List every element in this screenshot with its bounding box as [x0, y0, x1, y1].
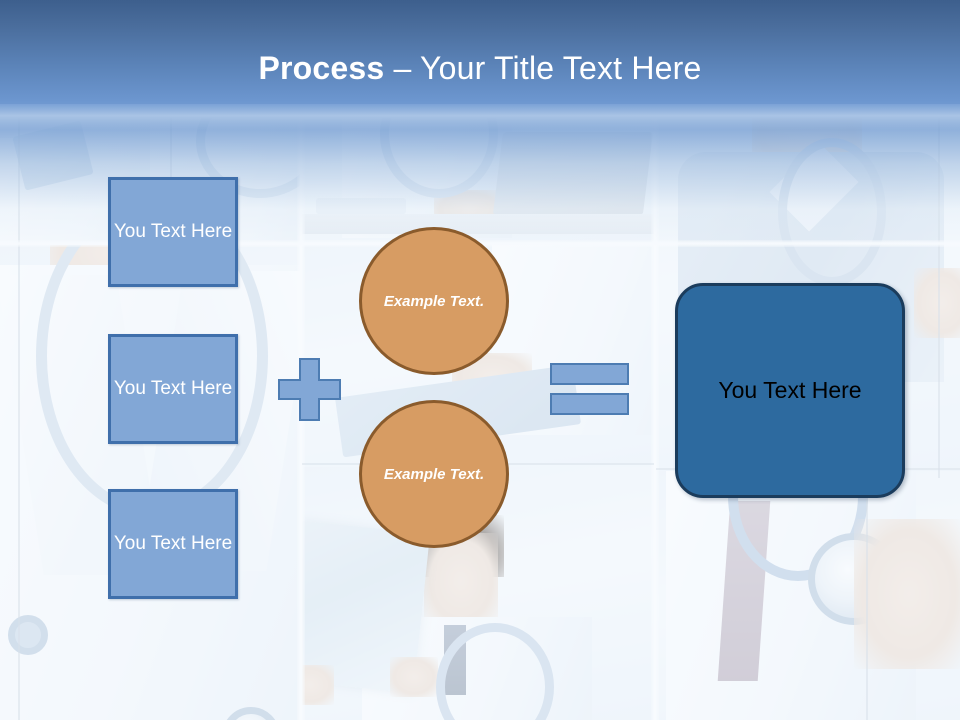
stethoscope-earpiece: [8, 615, 48, 655]
input-box-2[interactable]: You Text Here: [108, 334, 238, 444]
hand-shape-right: [390, 657, 438, 697]
plus-vertical-fill: [301, 360, 318, 419]
page-title: Process – Your Title Text Here: [0, 48, 960, 88]
input-box-1-label: You Text Here: [113, 221, 233, 242]
papers-shape: [316, 198, 406, 214]
laptop-shape: [492, 132, 654, 214]
grid-line-right: [866, 471, 868, 720]
input-box-2-label: You Text Here: [113, 378, 233, 399]
example-circle-1-label: Example Text.: [383, 292, 485, 310]
hand-shape-left: [302, 665, 334, 705]
input-box-3[interactable]: You Text Here: [108, 489, 238, 599]
stethoscope-tube: [778, 138, 886, 286]
equals-sign-icon: [550, 363, 629, 415]
example-circle-2-label: Example Text.: [383, 465, 485, 483]
hand-shape: [914, 268, 960, 338]
title-banner: [0, 0, 960, 118]
result-box[interactable]: You Text Here: [675, 283, 905, 498]
equals-top-bar: [550, 363, 629, 385]
input-box-3-label: You Text Here: [113, 533, 233, 554]
example-circle-1[interactable]: Example Text.: [359, 227, 509, 375]
page-title-strong: Process: [258, 50, 385, 86]
panel-doctor-holding-stethoscope: [656, 471, 960, 720]
title-banner-fade: [0, 104, 960, 130]
grid-line-far-right: [938, 118, 940, 478]
example-circle-2[interactable]: Example Text.: [359, 400, 509, 548]
plus-sign-icon: [278, 358, 341, 421]
input-box-1[interactable]: You Text Here: [108, 177, 238, 287]
equals-bottom-bar: [550, 393, 629, 415]
result-box-label: You Text Here: [718, 377, 862, 403]
desk-surface: [302, 214, 654, 234]
grid-gutter-center-right: [651, 118, 659, 720]
panel-doctor-coat-with-stethoscope: [0, 245, 300, 720]
grid-line-left: [18, 118, 20, 720]
hand-shape: [854, 519, 960, 669]
page-title-rest: – Your Title Text Here: [384, 50, 702, 86]
panel-doctors-at-desk-with-laptop: [302, 118, 654, 243]
